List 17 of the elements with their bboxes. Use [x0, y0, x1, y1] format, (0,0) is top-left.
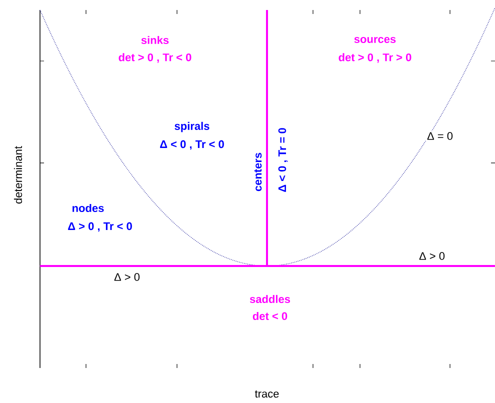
- condition-label: Δ > 0: [419, 252, 445, 260]
- region-label: det > 0 , Tr < 0: [118, 53, 192, 63]
- region-label: sinks: [141, 36, 169, 44]
- condition-label: Δ = 0: [426, 131, 454, 141]
- region-label: Δ < 0 , Tr = 0: [278, 128, 288, 192]
- axis-title: determinant: [14, 146, 22, 204]
- region-label: centers: [254, 152, 262, 192]
- region-label: Δ < 0 , Tr < 0: [160, 140, 224, 150]
- region-label: nodes: [72, 204, 104, 212]
- region-label: sources: [354, 36, 396, 43]
- condition-label: Δ > 0: [114, 273, 140, 281]
- region-label: spirals: [174, 122, 210, 132]
- region-label: saddles: [250, 294, 290, 304]
- region-label: det < 0: [252, 312, 288, 320]
- region-label: det > 0 , Tr > 0: [338, 53, 412, 63]
- region-label: Δ > 0 , Tr < 0: [68, 222, 132, 232]
- axis-title: trace: [254, 390, 279, 398]
